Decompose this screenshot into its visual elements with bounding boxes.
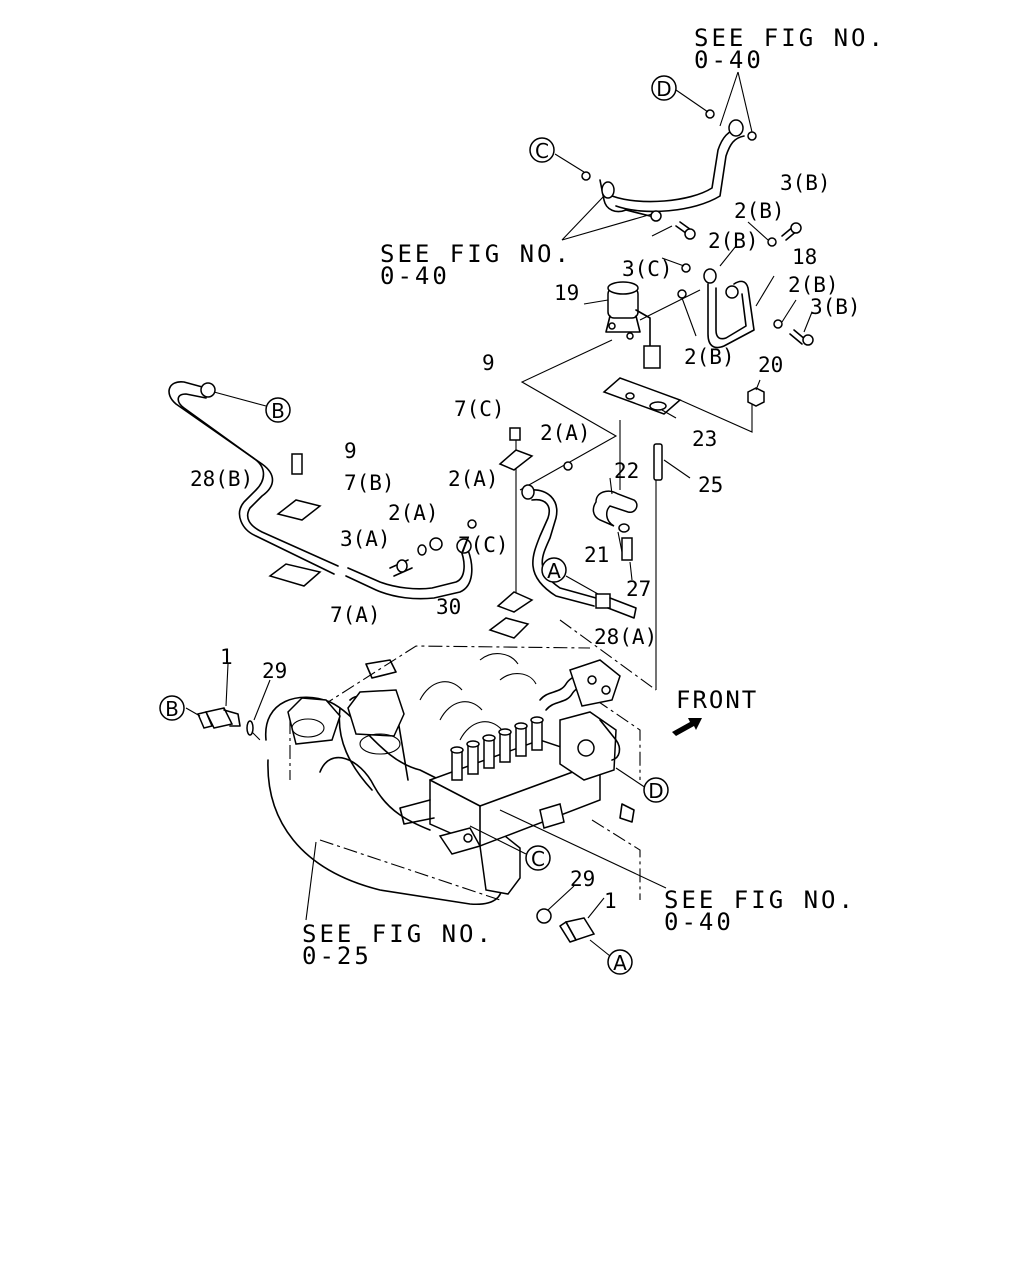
svg-text:D: D bbox=[648, 779, 663, 803]
ref-lower-right-line2: 0-40 bbox=[664, 908, 734, 936]
engine-block-outline bbox=[249, 619, 657, 901]
pump-plungers bbox=[450, 716, 544, 781]
callout-b-pipe: B bbox=[213, 391, 291, 423]
label-7a: 7(A) bbox=[330, 603, 381, 627]
pipe-28a bbox=[521, 484, 637, 619]
svg-text:B: B bbox=[271, 399, 285, 423]
callout-c-top: C bbox=[529, 137, 555, 163]
svg-text:A: A bbox=[547, 559, 561, 583]
label-19: 19 bbox=[554, 281, 579, 305]
bolts-3b-3c bbox=[675, 221, 814, 407]
label-2a-left: 2(A) bbox=[388, 501, 439, 525]
label-2b-c: 2(B) bbox=[788, 273, 839, 297]
svg-text:A: A bbox=[613, 951, 627, 975]
callout-c-engine: C bbox=[525, 845, 551, 871]
label-2a-top: 2(A) bbox=[540, 421, 591, 445]
ref-upper-left-line1: SEE FIG NO. bbox=[380, 240, 572, 268]
label-25: 25 bbox=[698, 473, 723, 497]
callout-d-top: D bbox=[651, 75, 677, 101]
ref-top-right-line1: SEE FIG NO. bbox=[694, 24, 886, 52]
svg-text:C: C bbox=[531, 847, 545, 871]
callout-a-pipe: A bbox=[541, 557, 599, 595]
callout-a-sensor: A bbox=[607, 949, 633, 975]
label-9-left: 9 bbox=[344, 439, 357, 463]
solenoid-valve-19 bbox=[605, 281, 701, 369]
label-29-left: 29 bbox=[262, 659, 287, 683]
label-28b: 28(B) bbox=[190, 467, 253, 491]
bracket-23 bbox=[602, 377, 682, 415]
label-2a-mid: 2(A) bbox=[448, 467, 499, 491]
label-21: 21 bbox=[584, 543, 609, 567]
label-23: 23 bbox=[692, 427, 717, 451]
sensor-1-right bbox=[536, 885, 611, 957]
label-3a: 3(A) bbox=[340, 527, 391, 551]
label-7c-top: 7(C) bbox=[454, 397, 505, 421]
part-number-labels: 3(B) 2(B) 2(B) 3(C) 18 19 2(B) 3(B) 2(B)… bbox=[190, 171, 861, 913]
callout-circles: D C B A B D C A bbox=[159, 75, 677, 975]
pipe-18 bbox=[677, 237, 783, 349]
label-3b-top: 3(B) bbox=[780, 171, 831, 195]
pipe-28b bbox=[168, 381, 473, 600]
ref-lower-right-line1: SEE FIG NO. bbox=[664, 886, 856, 914]
stud-25 bbox=[653, 443, 663, 481]
leader-lines-top bbox=[554, 71, 753, 241]
label-1-right: 1 bbox=[604, 889, 617, 913]
label-7c-mid: 7(C) bbox=[458, 533, 509, 557]
injection-pump bbox=[399, 659, 635, 855]
ref-lower-left-line1: SEE FIG NO. bbox=[302, 920, 494, 948]
svg-text:D: D bbox=[656, 77, 671, 101]
svg-text:B: B bbox=[165, 697, 179, 721]
label-3b-right: 3(B) bbox=[810, 295, 861, 319]
ref-top-right-line2: 0-40 bbox=[694, 46, 764, 74]
clamp-22 bbox=[592, 477, 638, 581]
label-18: 18 bbox=[792, 245, 817, 269]
clips-7a-7b-7c bbox=[268, 427, 534, 639]
label-28a: 28(A) bbox=[594, 625, 657, 649]
label-20: 20 bbox=[758, 353, 783, 377]
label-27: 27 bbox=[626, 577, 651, 601]
label-2b-a: 2(B) bbox=[734, 199, 785, 223]
leader-lines-right bbox=[583, 221, 813, 479]
intake-manifold bbox=[265, 653, 537, 905]
sensor-1-left bbox=[185, 663, 271, 736]
reference-labels: SEE FIG NO. 0-40 SEE FIG NO. 0-40 SEE FI… bbox=[302, 24, 886, 970]
label-2b-b: 2(B) bbox=[708, 229, 759, 253]
upper-vacuum-pipe bbox=[581, 109, 757, 222]
label-30: 30 bbox=[436, 595, 461, 619]
svg-text:C: C bbox=[535, 139, 549, 163]
label-1-left: 1 bbox=[220, 645, 233, 669]
ref-lower-left-line2: 0-25 bbox=[302, 942, 372, 970]
leader-lines-engine bbox=[305, 767, 667, 921]
label-2b-d: 2(B) bbox=[684, 345, 735, 369]
callout-d-engine: D bbox=[643, 777, 669, 803]
label-9-top: 9 bbox=[482, 351, 495, 375]
label-29-right: 29 bbox=[570, 867, 595, 891]
front-label: FRONT bbox=[676, 686, 758, 714]
front-arrow bbox=[672, 718, 702, 736]
bolt-3a-washers bbox=[389, 461, 573, 577]
label-22: 22 bbox=[614, 459, 639, 483]
label-3c: 3(C) bbox=[622, 257, 673, 281]
label-7b: 7(B) bbox=[344, 471, 395, 495]
ref-upper-left-line2: 0-40 bbox=[380, 262, 450, 290]
callout-b-sensor: B bbox=[159, 695, 185, 721]
